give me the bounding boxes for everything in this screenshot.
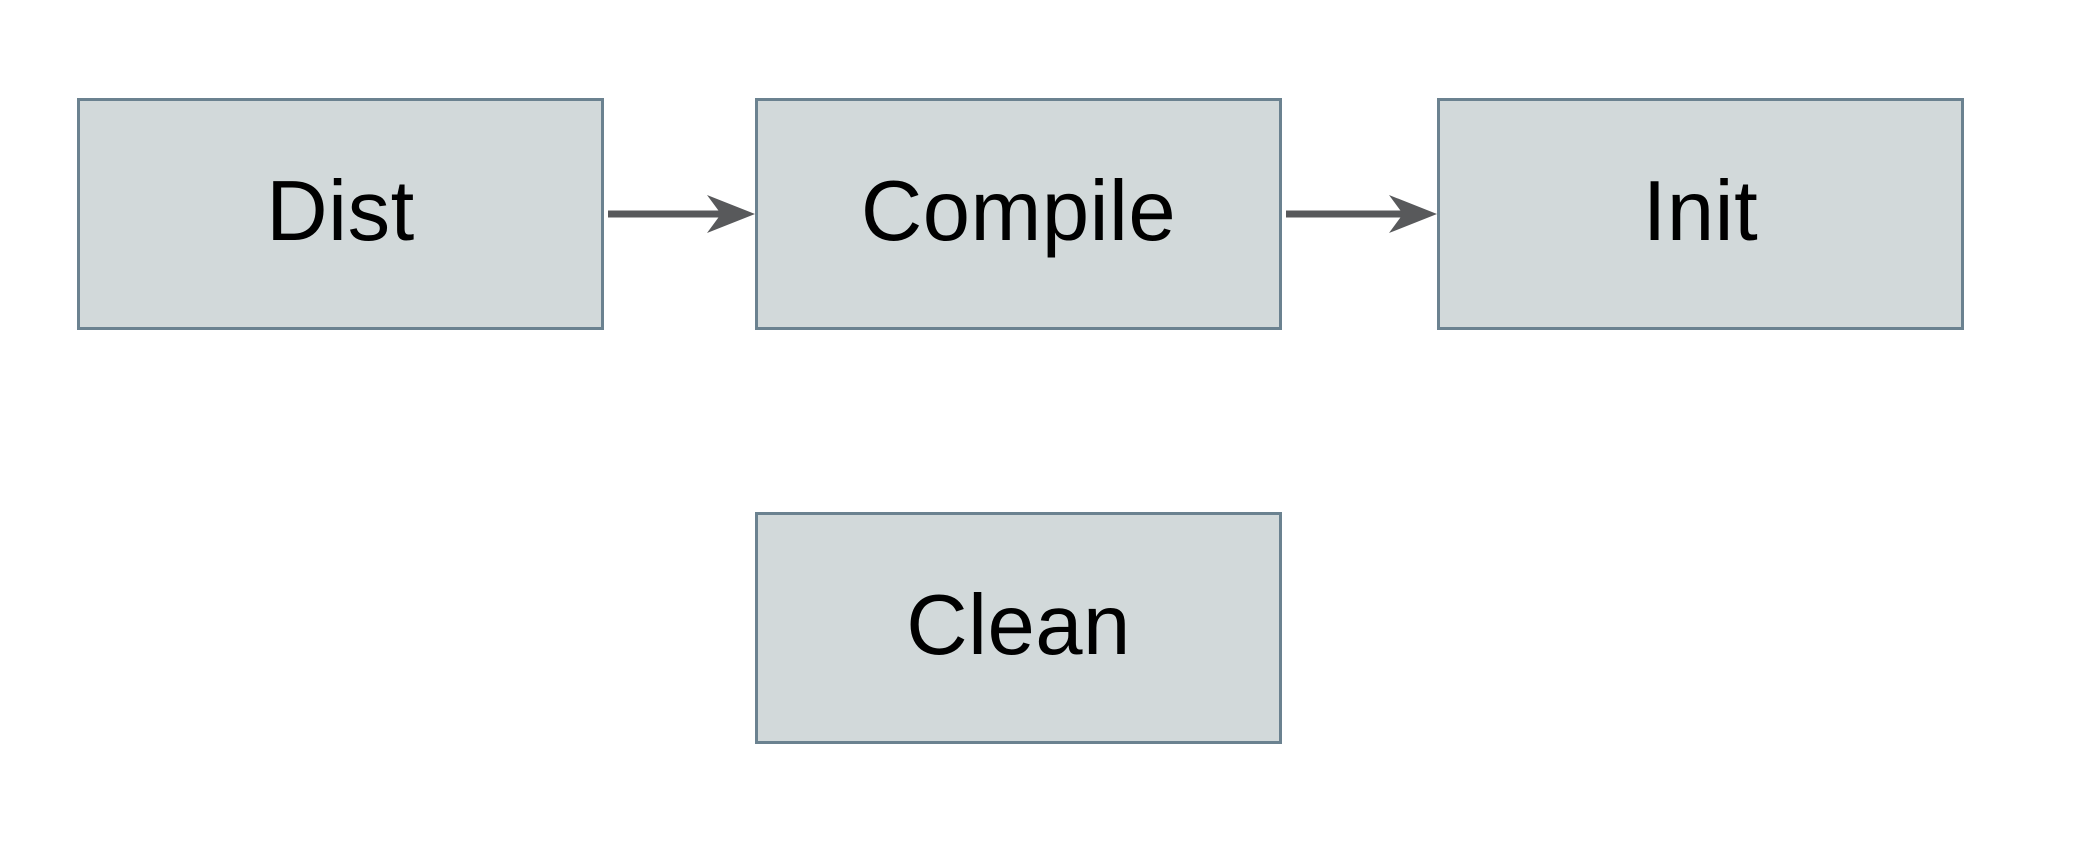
arrow-compile-to-init [1286,195,1437,233]
node-dist-label: Dist [266,163,415,259]
node-clean-label: Clean [906,577,1131,673]
arrow-dist-to-compile [608,195,755,233]
node-init[interactable]: Init [1437,98,1964,330]
node-init-label: Init [1642,163,1759,259]
node-compile[interactable]: Compile [755,98,1282,330]
node-compile-label: Compile [860,163,1177,259]
node-clean[interactable]: Clean [755,512,1282,744]
node-dist[interactable]: Dist [77,98,604,330]
